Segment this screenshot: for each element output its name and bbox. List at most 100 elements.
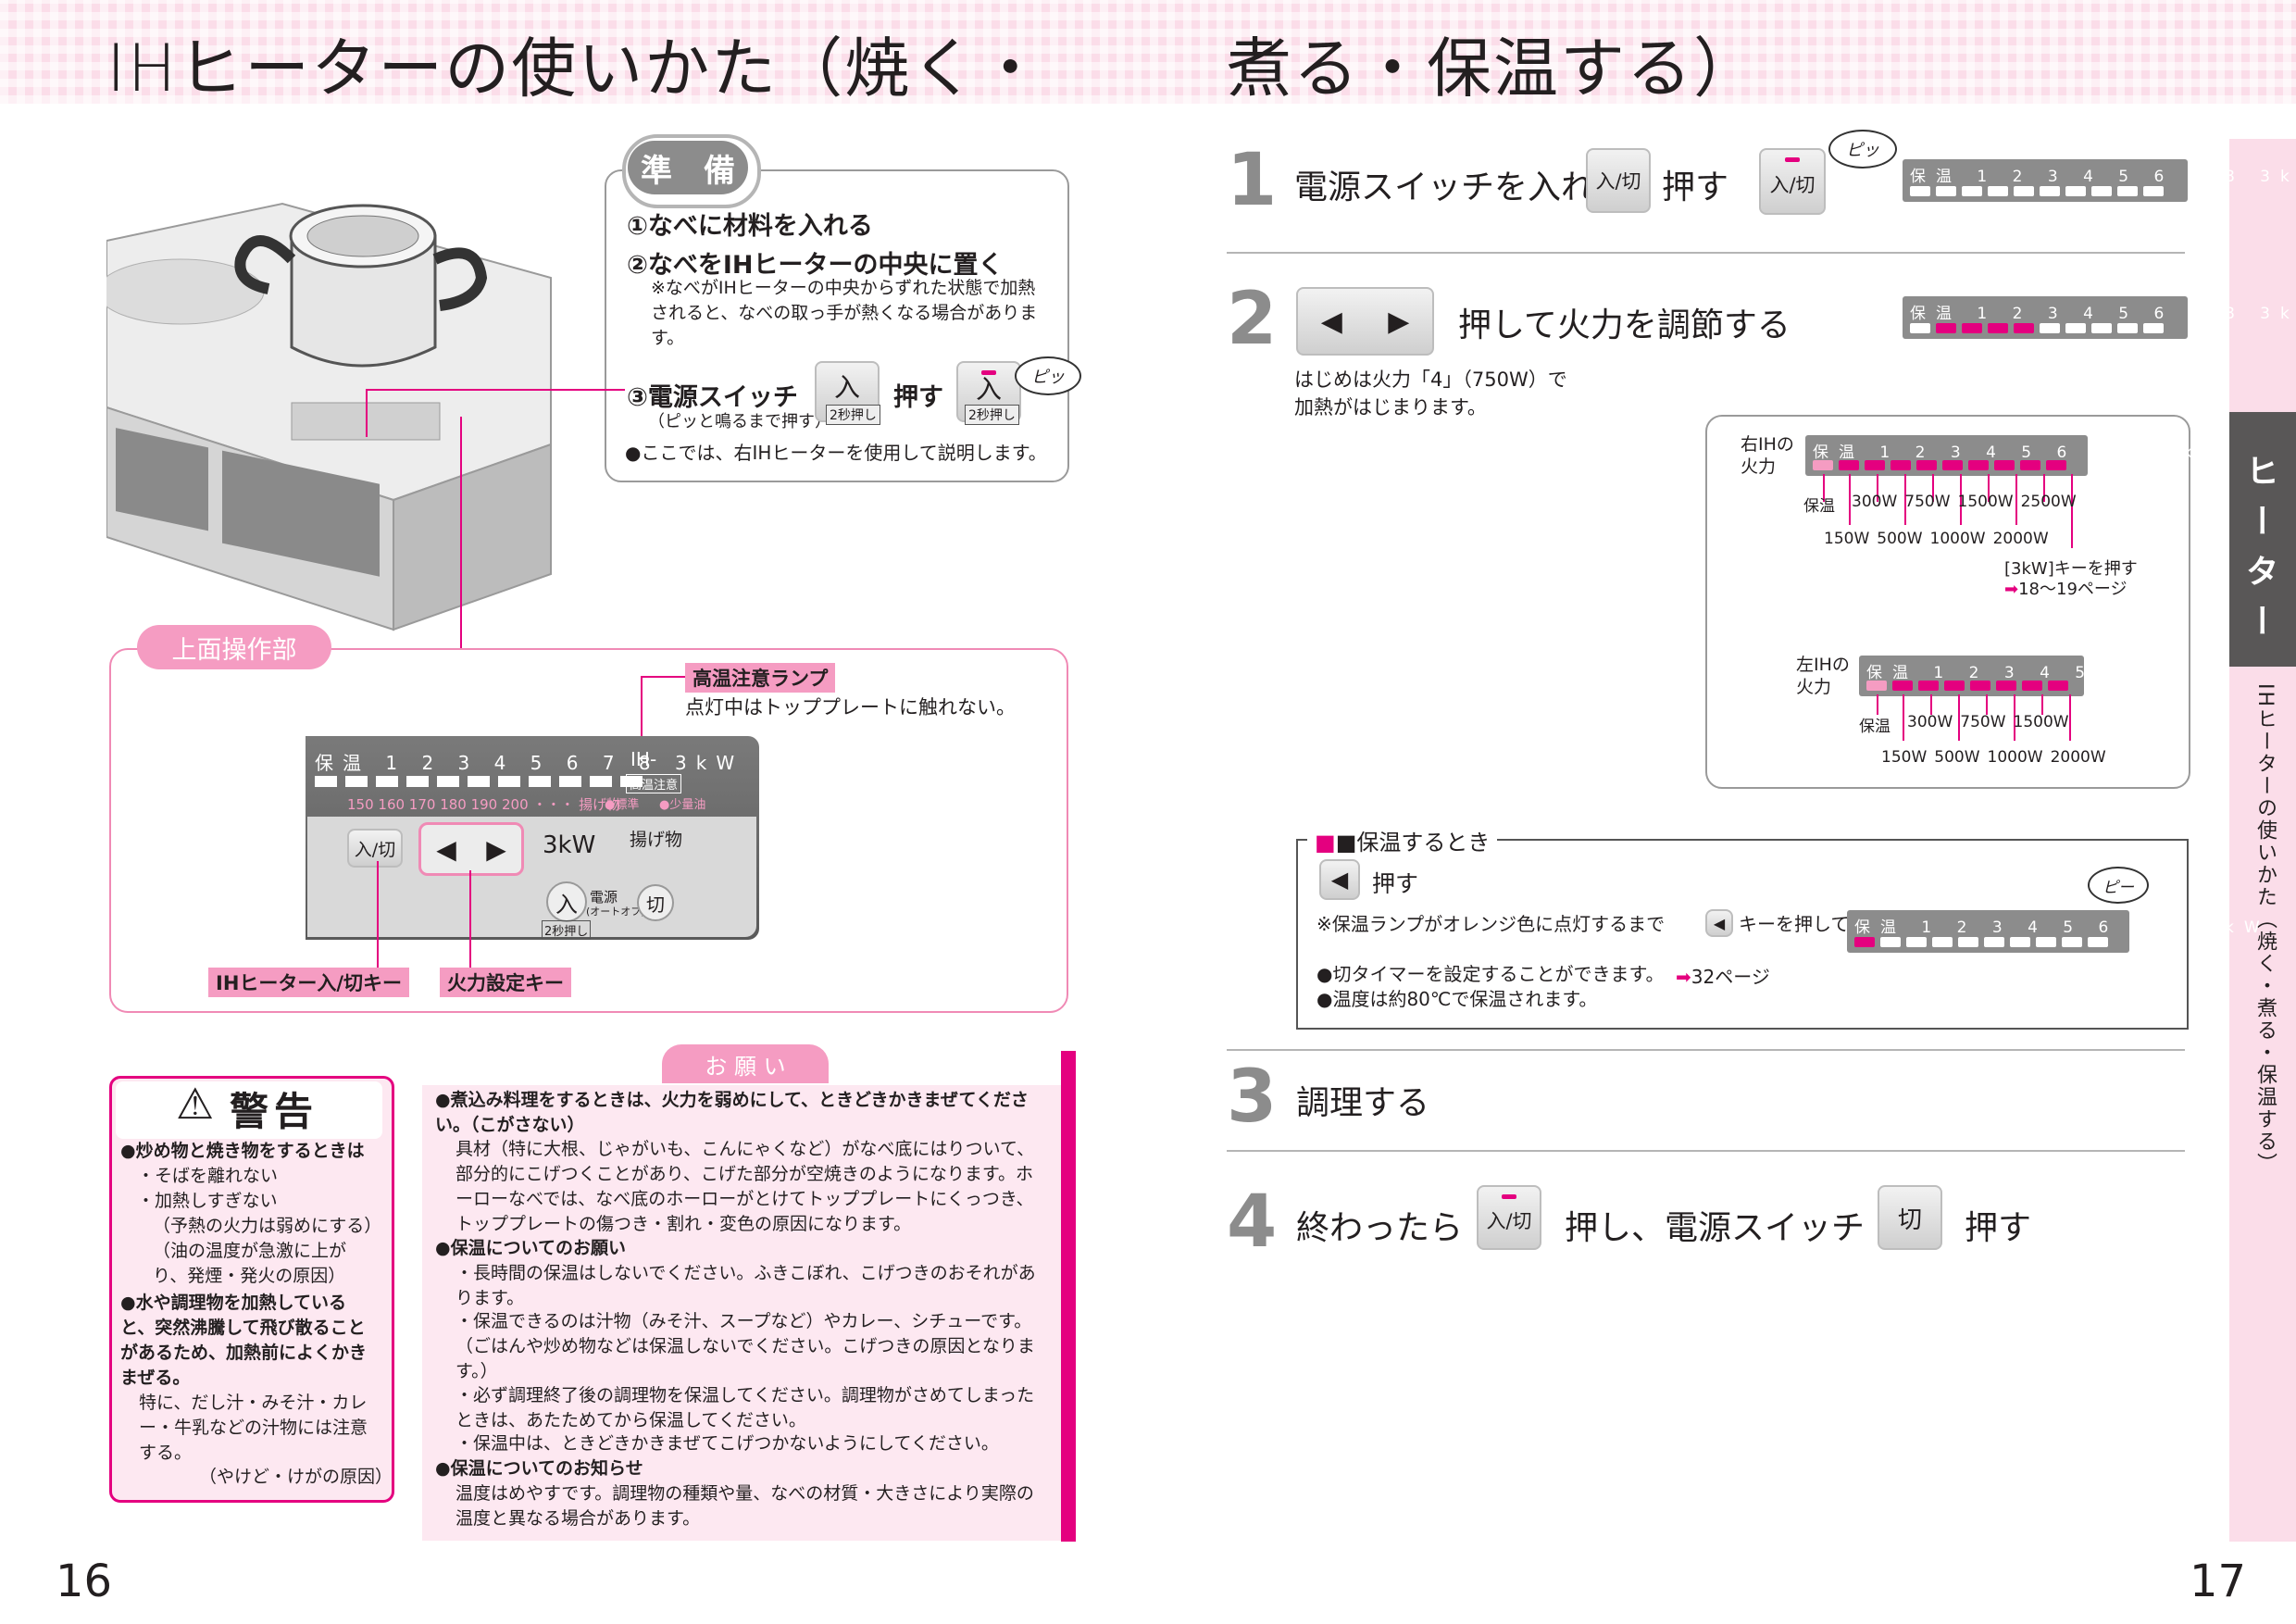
left-arrow-key[interactable]: ◀: [1319, 859, 1360, 900]
lamp-strip-left: 保温 1 2 3 4 5 6 7: [1859, 656, 2156, 696]
prep-step-3-sub: （ピッと鳴るまで押す）: [648, 412, 831, 431]
warning-line: 特に、だし汁・みそ汁・カレー・牛乳などの汁物には注意する。: [139, 1393, 368, 1463]
watt-label: 2000W: [1992, 530, 2049, 548]
key-3kw[interactable]: 3kW: [543, 831, 596, 859]
power-off-key[interactable]: 切: [1878, 1185, 1942, 1250]
keep-warm-title-text: ■保温するとき: [1335, 830, 1491, 856]
preparation-box: [605, 169, 1069, 482]
std-label: ●標準: [605, 798, 640, 812]
arrow-right-icon: ➡: [2004, 580, 2019, 599]
power-on-key[interactable]: 入: [546, 881, 587, 922]
heat-arrow-keys[interactable]: ◀▶: [1296, 287, 1434, 356]
two-sec-tag: 2秒押し: [542, 920, 592, 940]
watt-label: 150W: [1824, 530, 1870, 548]
heat-setting-keys[interactable]: ◀▶: [418, 822, 524, 876]
onoff-key-pressed[interactable]: 入/切: [1759, 148, 1826, 215]
watt-label: 1000W: [1987, 748, 2043, 767]
warning-title: 警告: [230, 1089, 319, 1134]
panel-lamp: [376, 776, 398, 787]
right-arrow-icon[interactable]: ▶: [1388, 305, 1410, 338]
square-icon: ■: [1315, 830, 1336, 856]
keep-warm-note-1: ※保温ランプがオレンジ色に点灯するまで: [1316, 913, 1666, 935]
connector-line: [366, 389, 368, 437]
request-para: ・長時間の保温はしないでください。ふきこぼれ、こげつきのおそれがあります。: [455, 1263, 1036, 1308]
warning-line: ・そばを離れない: [137, 1166, 279, 1186]
step-1-press: 押す: [1662, 169, 1729, 206]
onoff-key-label: 入/切: [1769, 174, 1816, 196]
strip-labels: 保温 1 2 3 4 5 6 7 8 3kW: [1910, 168, 2296, 186]
connector-line: [641, 676, 685, 678]
watt-label: 150W: [1881, 748, 1928, 767]
watt-label: 1500W: [2013, 713, 2069, 731]
auto-off-label: (オートオフ): [586, 906, 645, 918]
left-arrow-key-small[interactable]: ◀: [1705, 909, 1733, 937]
page-title-left: IHヒーターの使いかた（焼く・: [106, 31, 1045, 106]
right-ih-label: 右IHの火力: [1741, 434, 1794, 477]
step-4-text-2: 押し、電源スイッチ: [1565, 1209, 1866, 1247]
hot-lamp-title: 高温注意ランプ: [685, 663, 836, 693]
lamp-strip-right: 保温 1 2 3 4 5 6 7 8 3kW: [1805, 435, 2218, 476]
low-oil-label: ●少量油: [659, 798, 706, 812]
step-4-press: 押す: [1965, 1209, 2032, 1247]
onoff-key-end[interactable]: 入/切: [1477, 1185, 1541, 1250]
warning-line: ・加熱しすぎない: [137, 1191, 278, 1211]
connector-line: [377, 861, 379, 972]
panel-lamp: [559, 776, 581, 787]
step-4-number: 4: [1227, 1181, 1278, 1264]
right-arrow-icon[interactable]: ▶: [486, 833, 506, 865]
step-2-text: 押して火力を調節する: [1458, 306, 1791, 344]
power-off-key[interactable]: 切: [637, 884, 674, 921]
request-para: ・保温中は、ときどきかきまぜてこげつかないようにしてください。: [455, 1433, 999, 1454]
panel-lamp: [590, 776, 612, 787]
warning-line: （油の温度が急激に上がり、発煙・発火の原因）: [153, 1241, 347, 1286]
divider: [1227, 1150, 2185, 1152]
step-1-text: 電源スイッチを入れて: [1294, 169, 1627, 206]
hot-caution-lamp: 高温注意: [626, 774, 682, 793]
step-3-text: 調理する: [1296, 1084, 1430, 1122]
kw-note: [3kW]キーを押す: [2004, 559, 2138, 579]
prep-step-3: ③電源スイッチ: [627, 383, 798, 412]
side-tab-active: [2229, 412, 2296, 667]
keep-warm-ref-text[interactable]: 32ページ: [1691, 966, 1770, 988]
ih-onoff-key[interactable]: 入/切: [347, 829, 403, 868]
control-panel-box: [109, 648, 1068, 1013]
hot-lamp-desc: 点灯中はトッププレートに触れない。: [685, 696, 1016, 718]
page-number-right: 17: [2190, 1555, 2247, 1607]
prep-step-2-note: ※なべがIHヒーターの中央からずれた状態で加熱されると、なべの取っ手が熱くなる場…: [651, 278, 1038, 348]
beep-bubble: ピッ: [1015, 356, 1081, 395]
request-para: 具材（特に大根、じゃがいも、こんにゃくなど）がなべ底にはりついて、部分的にこげつ…: [455, 1139, 1035, 1234]
ih-badge: IH-: [630, 748, 657, 770]
watt-label: 300W: [1907, 713, 1953, 731]
prep-note: ●ここでは、右IHヒーターを使用して説明します。: [625, 442, 1047, 464]
onoff-key-label: IHヒーター入/切キー: [208, 968, 410, 997]
left-arrow-icon[interactable]: ◀: [1320, 305, 1342, 338]
panel-lamp: [315, 776, 337, 787]
side-tab-label: ヒーター: [2240, 454, 2278, 654]
left-arrow-icon[interactable]: ◀: [436, 833, 456, 865]
request-border: [1061, 1051, 1076, 1542]
request-heading-1: ●煮込み料理をするときは、火力を弱めにして、ときどきかきまぜてください。（こがさ…: [435, 1090, 1029, 1135]
key-fry[interactable]: 揚げ物: [630, 830, 683, 850]
left-arrow-icon: ◀: [1330, 867, 1349, 893]
keep-warm-note-3: ●温度は約80℃で保温されます。: [1316, 988, 1598, 1010]
prep-press: 押す: [893, 383, 943, 412]
strip-labels: 保温 1 2 3 4 5 6 7 8 3kW: [1854, 918, 2270, 937]
step-3-number: 3: [1227, 1056, 1278, 1139]
panel-lamps: [315, 776, 643, 787]
warning-heading-1: ●炒め物と焼き物をするときは: [120, 1141, 365, 1161]
right-ih-leaders: [1823, 474, 2073, 548]
onoff-key[interactable]: 入/切: [1586, 148, 1651, 213]
lamp-strip-step1: 保温 1 2 3 4 5 6 7 8 3kW: [1903, 159, 2296, 202]
connector-line: [460, 417, 462, 648]
connector-line: [366, 389, 625, 391]
request-para: ・保温できるのは汁物（みそ汁、スープなど）やカレー、シチューです。（ごはんや炒め…: [455, 1311, 1035, 1381]
connector-line: [641, 676, 643, 778]
watt-label: 500W: [1934, 748, 1980, 767]
kw-ref-text[interactable]: 18〜19ページ: [2018, 580, 2128, 599]
request-para: 温度はめやすです。調理物の種類や量、なべの材質・大きさにより実際の温度と異なる場…: [455, 1483, 1034, 1529]
panel-lamp: [498, 776, 520, 787]
divider: [1227, 1049, 2185, 1051]
